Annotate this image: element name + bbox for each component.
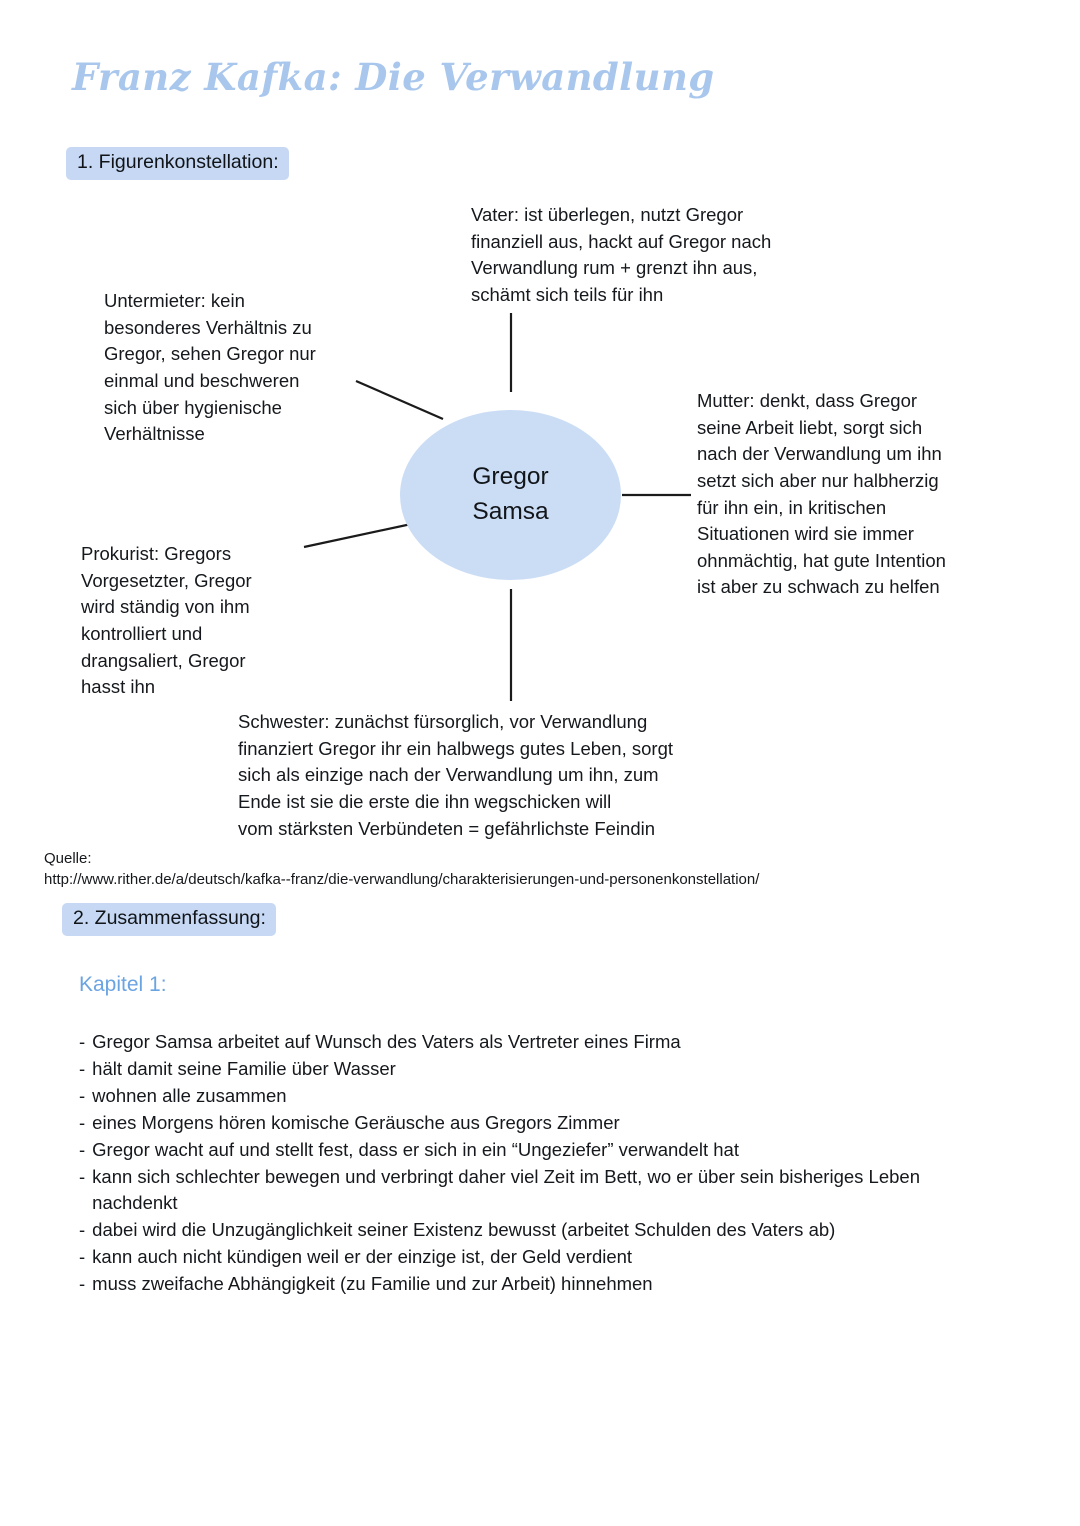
mindmap-branch-mutter: Mutter: denkt, dass Gregor seine Arbeit … [697,390,946,598]
bullet-text: wohnen alle zusammen [92,1084,287,1106]
bullet-marker: - [79,1219,86,1241]
bullet-marker: - [79,1273,86,1295]
bullet-marker: - [79,1111,86,1133]
section-heading-figurenkonstellation: 1. Figurenkonstellation: [66,147,289,180]
mindmap-center-node-label: Gregor Samsa [472,463,549,525]
summary-bullet-item: -eines Morgens hören komische Geräusche … [79,1110,999,1137]
mindmap-center-node: Gregor Samsa [400,410,621,580]
bullet-text: kann sich schlechter bewegen und verbrin… [92,1165,920,1214]
bullet-marker: - [79,1057,86,1079]
connector-line-prokurist [303,521,417,549]
summary-bullet-item: -hält damit seine Familie über Wasser [79,1056,999,1083]
bullet-marker: - [79,1138,86,1160]
page-title: Franz Kafka: Die Verwandlung [72,55,715,99]
bullet-text: Gregor Samsa arbeitet auf Wunsch des Vat… [92,1031,681,1052]
figurenkonstellation-mindmap: Gregor Samsa Vater: ist überlegen, nutzt… [81,204,946,839]
summary-bullet-list: -Gregor Samsa arbeitet auf Wunsch des Va… [79,1029,999,1298]
source-citation: Quelle: http://www.rither.de/a/deutsch/k… [44,850,760,888]
summary-bullet-item: -Gregor wacht auf und stellt fest, dass … [79,1137,999,1164]
bullet-text: muss zweifache Abhängigkeit (zu Familie … [92,1273,653,1295]
chapter-heading-kapitel-1: Kapitel 1: [79,973,167,996]
bullet-text: dabei wird die Unzugänglichkeit seiner E… [92,1219,836,1241]
mindmap-branch-untermieter: Untermieter: kein besonderes Verhältnis … [104,290,316,445]
bullet-text: kann auch nicht kündigen weil er der ein… [92,1246,633,1268]
summary-bullet-item: -muss zweifache Abhängigkeit (zu Familie… [79,1271,999,1298]
bullet-text: Gregor wacht auf und stellt fest, dass e… [92,1138,739,1160]
summary-bullet-item: -dabei wird die Unzugänglichkeit seiner … [79,1217,999,1244]
summary-bullet-item: -Gregor Samsa arbeitet auf Wunsch des Va… [79,1029,999,1056]
bullet-text: hält damit seine Familie über Wasser [92,1057,396,1079]
summary-bullet-item: -wohnen alle zusammen [79,1083,999,1110]
mindmap-connector-lines [303,313,691,701]
summary-bullet-item: -kann auch nicht kündigen weil er der ei… [79,1244,999,1271]
bullet-text: eines Morgens hören komische Geräusche a… [92,1111,620,1133]
bullet-marker: - [79,1031,86,1052]
summary-bullet-item: -kann sich schlechter bewegen und verbri… [79,1164,999,1218]
bullet-marker: - [79,1165,86,1187]
mindmap-branch-schwester: Schwester: zunächst fürsorglich, vor Ver… [238,711,674,839]
mindmap-branch-prokurist: Prokurist: Gregors Vorgesetzter, Gregor … [81,543,252,698]
bullet-marker: - [79,1246,86,1268]
bullet-marker: - [79,1084,86,1106]
section-heading-zusammenfassung: 2. Zusammenfassung: [62,903,276,936]
connector-line-untermieter [355,379,444,421]
mindmap-branch-vater: Vater: ist überlegen, nutzt Gregor finan… [471,204,772,305]
